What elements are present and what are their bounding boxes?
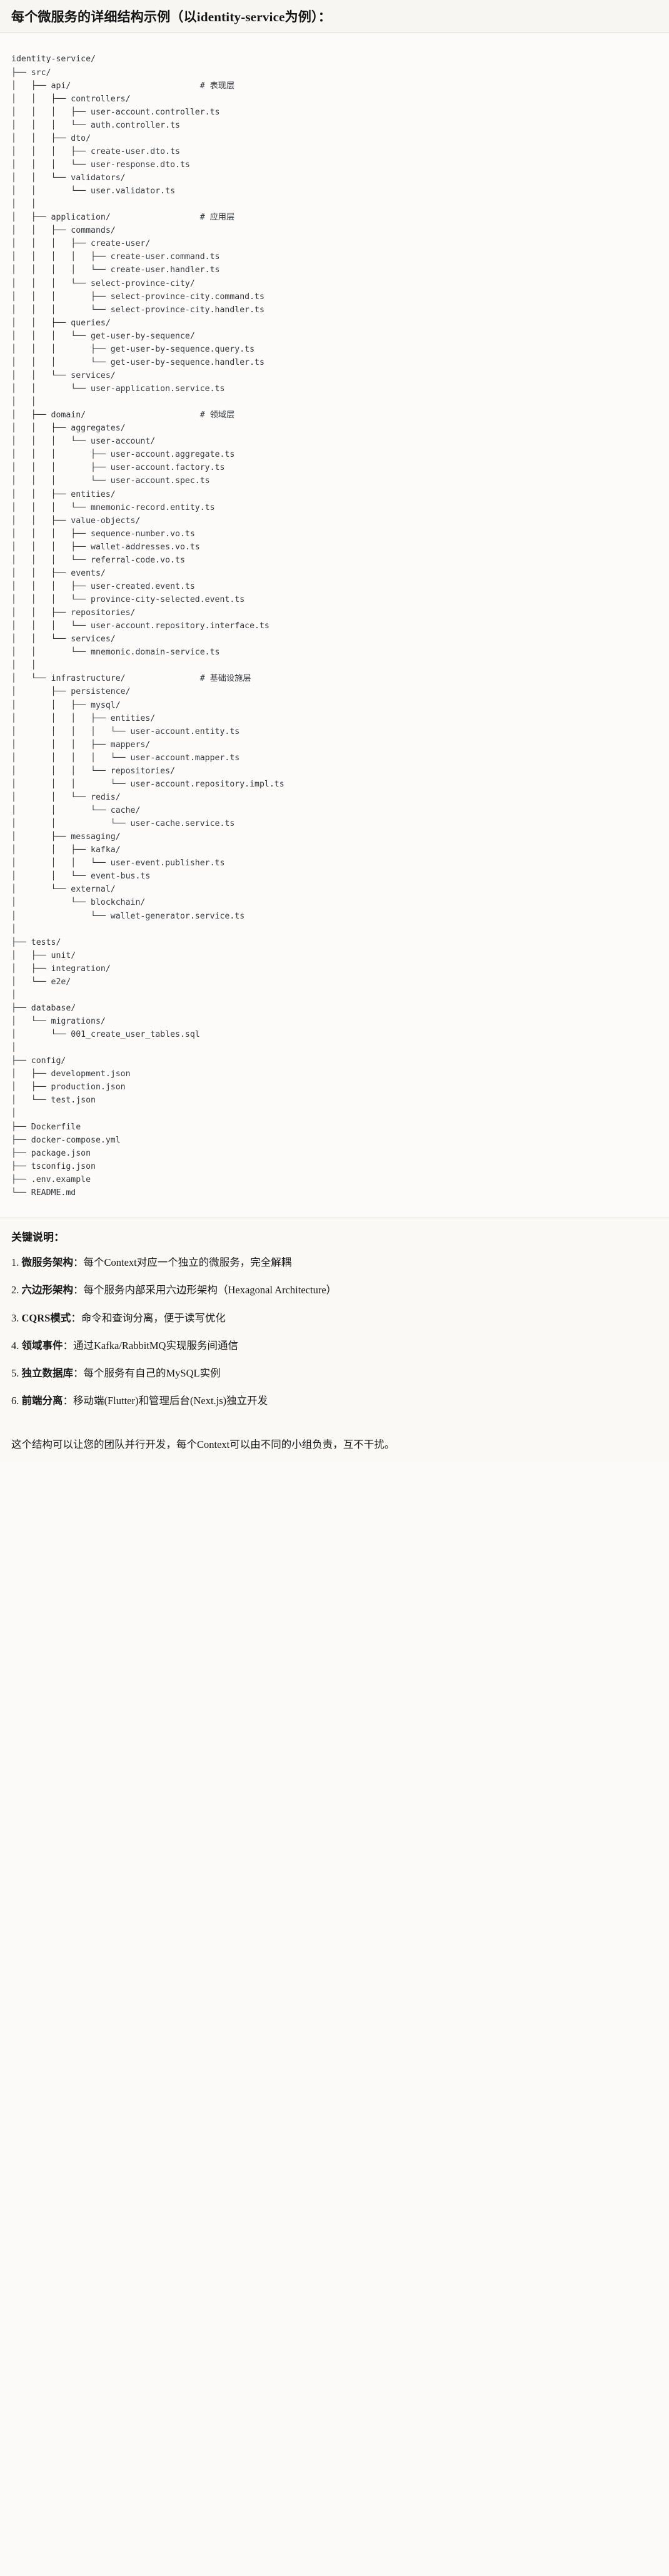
- note-term: 六边形架构: [21, 1284, 74, 1296]
- note-body: ：通过Kafka/RabbitMQ实现服务间通信: [63, 1339, 238, 1352]
- note-body: ：每个服务内部采用六边形架构（Hexagonal Architecture）: [73, 1284, 337, 1296]
- note-number: 2.: [11, 1284, 19, 1296]
- note-item: 3. CQRS模式：命令和查询分离，便于读写优化: [11, 1311, 658, 1325]
- file-tree-block: identity-service/ ├── src/ │ ├── api/ # …: [0, 33, 669, 1218]
- key-notes-section: 关键说明： 1. 微服务架构：每个Context对应一个独立的微服务，完全解耦 …: [0, 1218, 669, 1432]
- note-body: ：移动端(Flutter)和管理后台(Next.js)独立开发: [63, 1395, 268, 1407]
- title-bar: 每个微服务的详细结构示例（以identity-service为例）：: [0, 0, 669, 34]
- note-body: ：每个服务有自己的MySQL实例: [73, 1367, 221, 1380]
- note-term: CQRS模式: [21, 1311, 71, 1324]
- note-item: 5. 独立数据库：每个服务有自己的MySQL实例: [11, 1367, 658, 1380]
- note-number: 5.: [11, 1367, 19, 1380]
- note-term: 前端分离: [21, 1395, 63, 1407]
- note-number: 3.: [11, 1311, 19, 1324]
- note-number: 4.: [11, 1339, 19, 1352]
- note-term: 微服务架构: [21, 1256, 74, 1269]
- document-page: 每个微服务的详细结构示例（以identity-service为例）： ident…: [0, 0, 669, 1463]
- note-body: ：命令和查询分离，便于读写优化: [71, 1311, 226, 1324]
- note-term: 独立数据库: [21, 1367, 74, 1380]
- file-tree: identity-service/ ├── src/ │ ├── api/ # …: [11, 54, 284, 1198]
- note-item: 1. 微服务架构：每个Context对应一个独立的微服务，完全解耦: [11, 1256, 658, 1270]
- closing-paragraph: 这个结构可以让您的团队并行开发，每个Context可以由不同的小组负责，互不干扰…: [0, 1432, 669, 1463]
- note-item: 2. 六边形架构：每个服务内部采用六边形架构（Hexagonal Archite…: [11, 1283, 658, 1297]
- note-item: 6. 前端分离：移动端(Flutter)和管理后台(Next.js)独立开发: [11, 1394, 658, 1408]
- note-body: ：每个Context对应一个独立的微服务，完全解耦: [73, 1256, 292, 1269]
- note-number: 1.: [11, 1256, 19, 1269]
- note-number: 6.: [11, 1395, 19, 1407]
- key-notes-heading: 关键说明：: [11, 1231, 64, 1244]
- note-term: 领域事件: [21, 1339, 63, 1352]
- page-title: 每个微服务的详细结构示例（以identity-service为例）：: [11, 9, 331, 24]
- note-item: 4. 领域事件：通过Kafka/RabbitMQ实现服务间通信: [11, 1339, 658, 1353]
